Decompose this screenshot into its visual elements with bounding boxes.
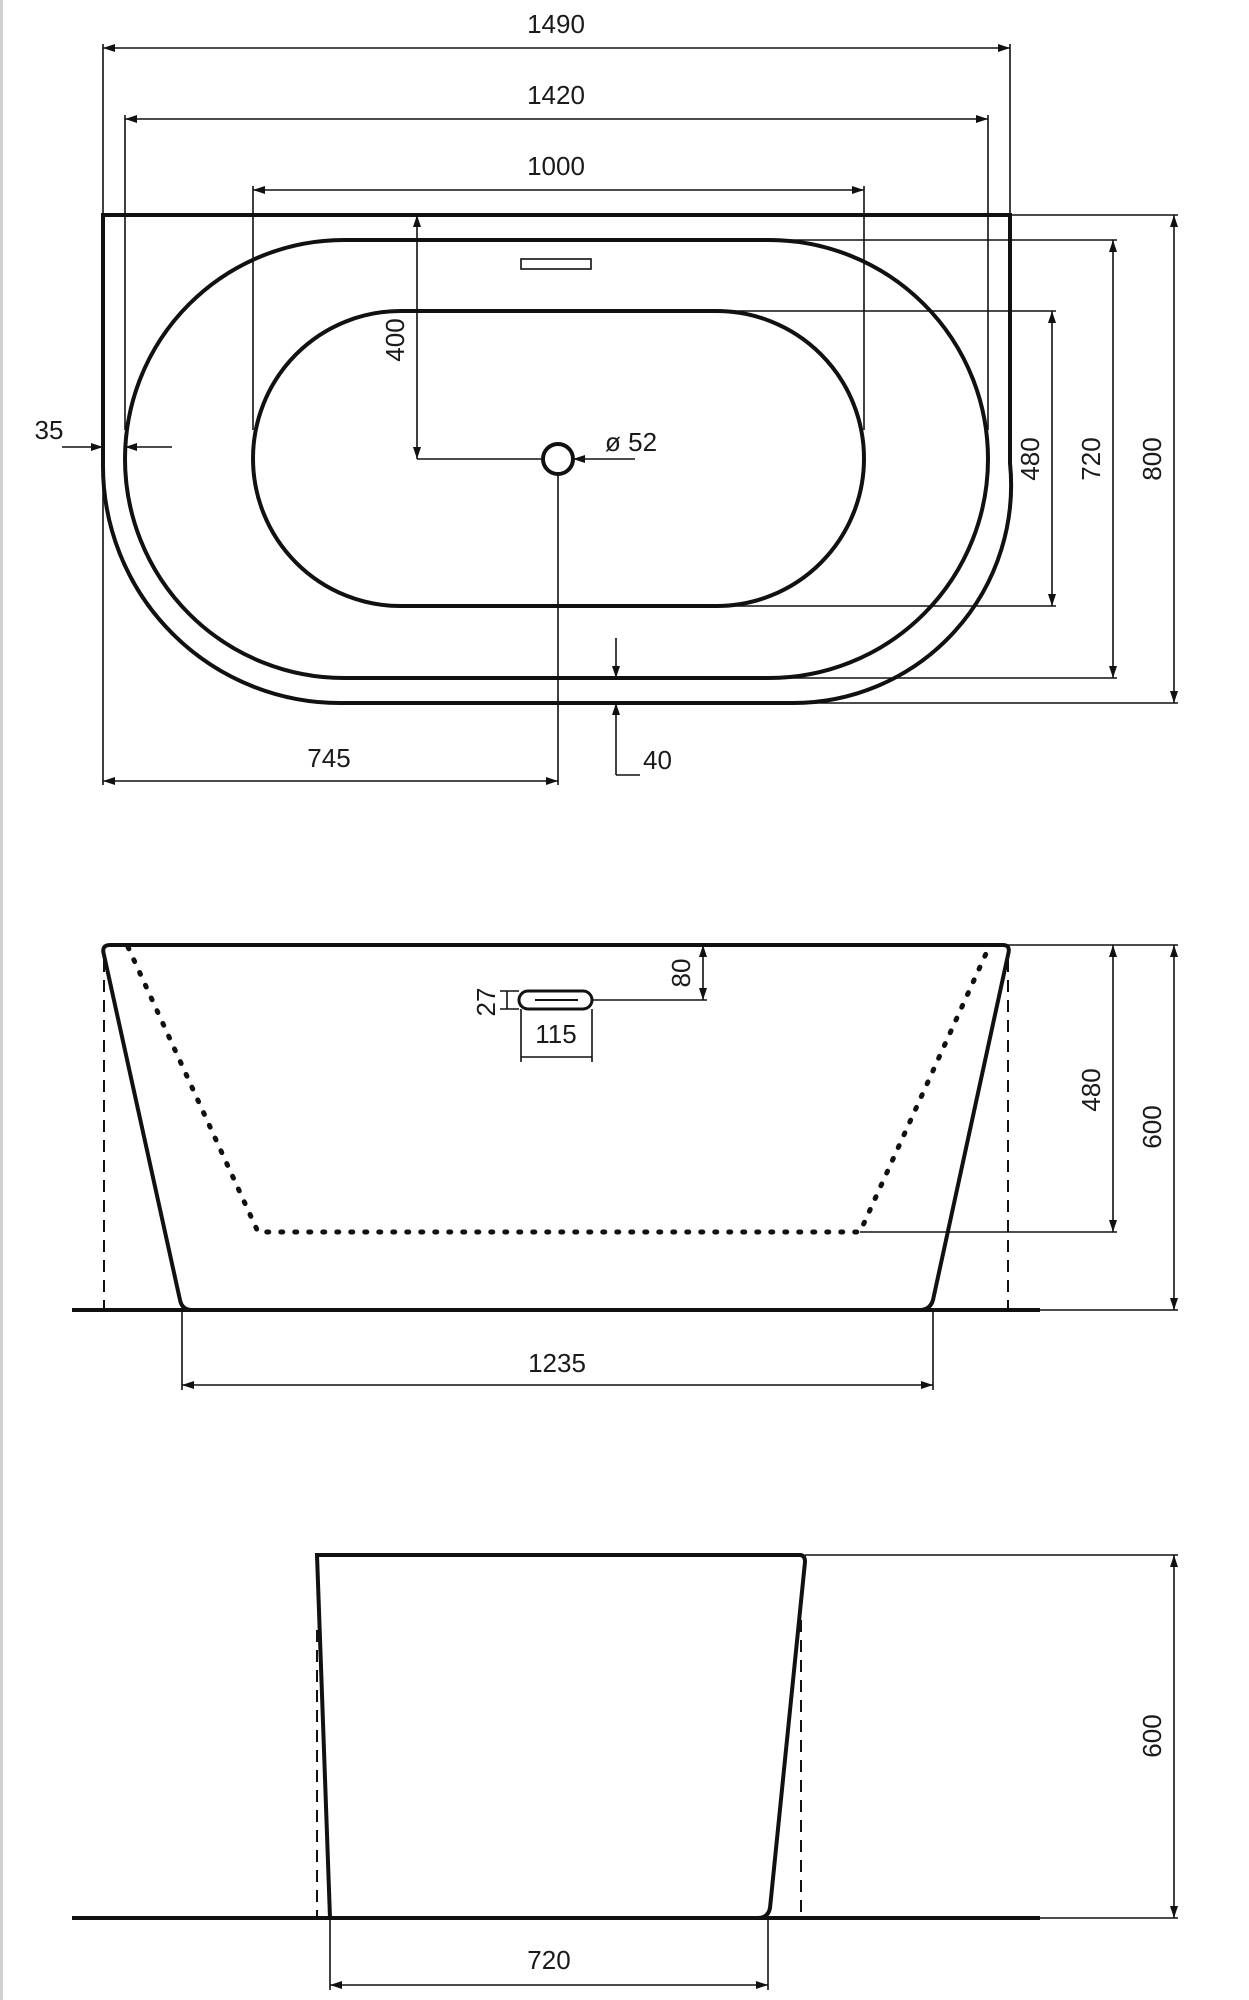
front-view: 27 115 80 480 600 1235	[72, 943, 1178, 1390]
dim-rim-front-thickness: 40	[643, 745, 672, 775]
plan-overflow-slot	[520, 258, 592, 270]
dim-base-length: 1235	[528, 1348, 586, 1378]
front-tub-body	[101, 943, 1011, 1312]
dim-side-height: 600	[1137, 1714, 1167, 1757]
plan-outer-shell	[101, 213, 1014, 706]
plan-drain-circle	[541, 442, 575, 476]
front-inner-basin	[125, 944, 992, 1235]
side-tub-body	[314, 1553, 808, 1920]
plan-rim-outline	[123, 238, 990, 680]
dim-side-base-width: 720	[527, 1945, 570, 1975]
page-edge	[0, 0, 3, 2000]
dim-overflow-from-top: 80	[666, 959, 696, 988]
dim-rim-side-thickness: 35	[35, 415, 64, 445]
dim-basin-length: 1000	[527, 151, 585, 181]
plan-view: 1490 1420 1000 400 ø 52 35 480 720	[35, 9, 1178, 785]
dim-overflow-width: 115	[535, 1019, 576, 1049]
dim-inner-depth: 480	[1076, 1068, 1106, 1111]
dim-drain-to-back: 400	[380, 318, 410, 361]
dim-overflow-height: 27	[471, 988, 501, 1017]
dim-overall-width: 800	[1137, 437, 1167, 480]
dim-drain-diameter: ø 52	[605, 427, 657, 457]
dim-basin-width: 480	[1015, 437, 1045, 480]
dim-front-height: 600	[1137, 1105, 1167, 1148]
dim-drain-from-left: 745	[307, 743, 350, 773]
dim-rim-width: 720	[1076, 437, 1106, 480]
dim-rim-length: 1420	[527, 80, 585, 110]
side-view: 600 720	[72, 1553, 1178, 1990]
dim-overall-length: 1490	[527, 9, 585, 39]
